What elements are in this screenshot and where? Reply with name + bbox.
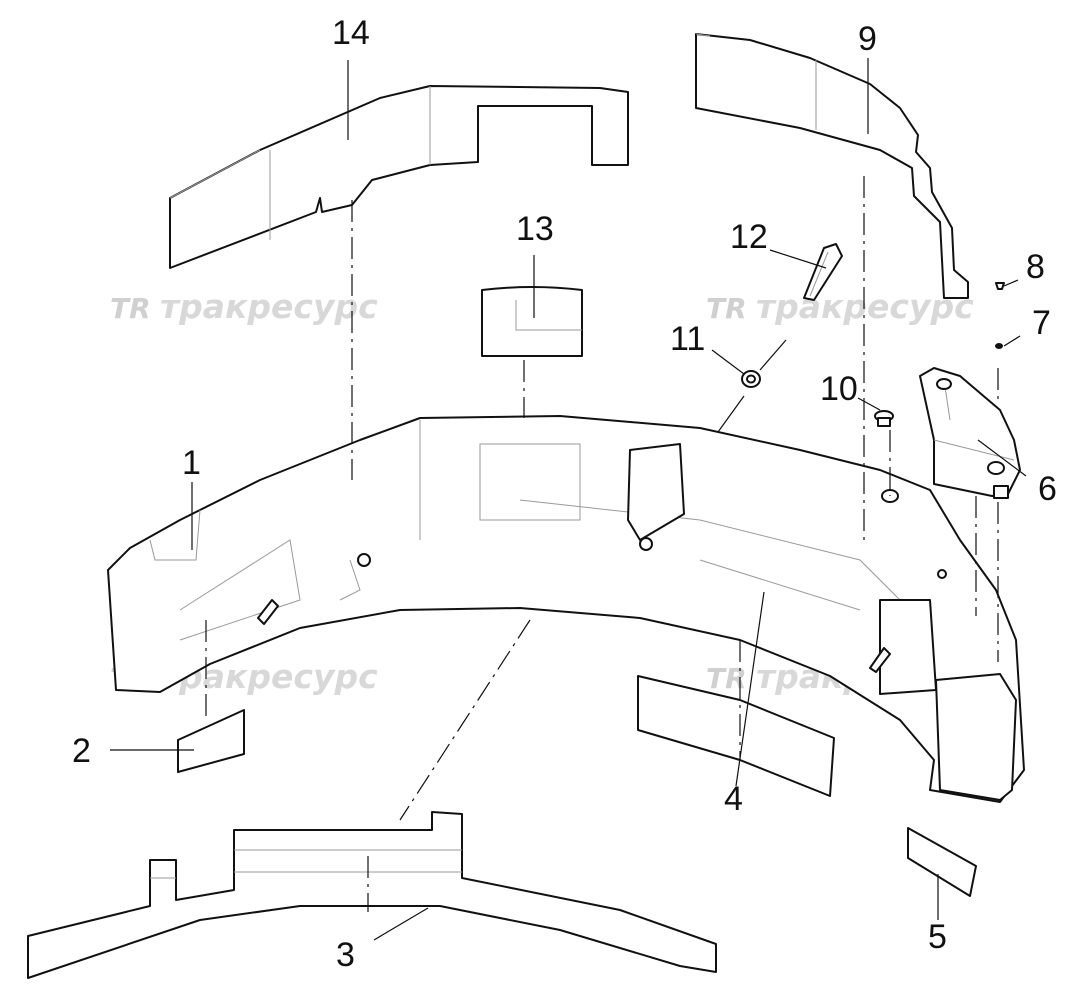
callout-14: 14 (332, 14, 370, 52)
callout-13: 13 (516, 210, 554, 248)
watermark-top-left: TR тракресурс (110, 287, 378, 326)
callout-3: 3 (336, 936, 355, 974)
part-13-block (481, 286, 583, 357)
part-4-strip (637, 675, 835, 797)
part-2-pad (177, 709, 245, 773)
watermark-top-right: TR тракресурс (706, 287, 974, 326)
part-8-screw (995, 282, 1005, 290)
part-14-pad (169, 85, 629, 269)
watermark-logo: TR (110, 292, 151, 325)
part-3-strip (27, 811, 717, 979)
part-12-bolt (803, 243, 843, 301)
watermark-logo: TR (706, 292, 747, 325)
leader-lines (110, 58, 1027, 941)
callout-12: 12 (730, 218, 768, 256)
part-10-bolt (874, 410, 894, 427)
callout-2: 2 (72, 732, 91, 770)
callout-1: 1 (182, 444, 201, 482)
callout-11: 11 (670, 320, 705, 358)
callout-10: 10 (820, 370, 858, 408)
part-6-bracket (919, 367, 1021, 499)
callout-5: 5 (928, 918, 947, 956)
watermark-text: тракресурс (756, 287, 974, 326)
callout-7: 7 (1032, 304, 1051, 342)
callout-9: 9 (858, 20, 877, 58)
part-5-pad (907, 827, 977, 897)
part-1-main-shell (107, 415, 1025, 803)
axis-lines (205, 176, 999, 912)
part-9-strip (695, 33, 969, 299)
callout-4: 4 (724, 780, 743, 818)
part-7-rivet (995, 343, 1003, 349)
callout-8: 8 (1026, 248, 1045, 286)
callouts: 14 9 13 12 8 7 11 10 1 6 2 4 5 3 (72, 14, 1057, 974)
part-11-washer (741, 370, 761, 388)
watermark-text: тракресурс (160, 287, 378, 326)
callout-6: 6 (1038, 470, 1057, 508)
